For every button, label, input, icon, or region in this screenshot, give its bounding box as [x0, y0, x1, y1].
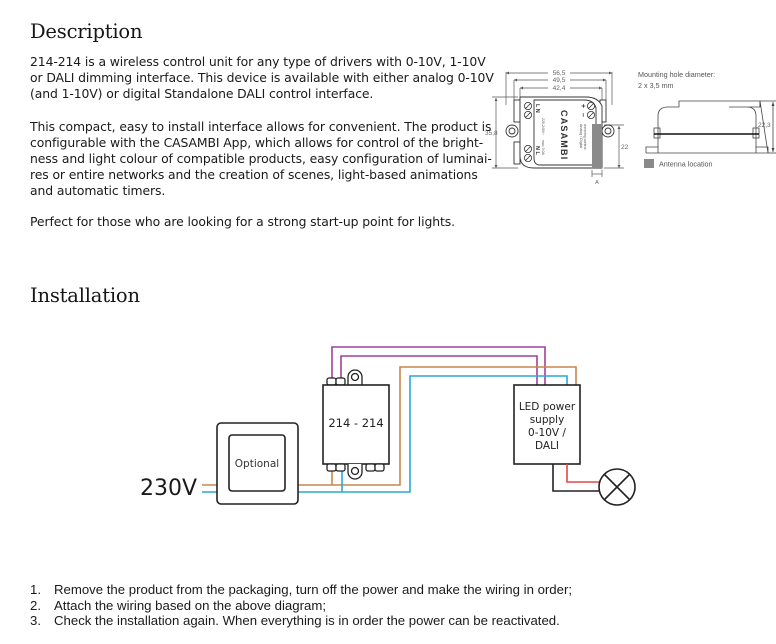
text-line: (and 1-10V) or digital Standalone DALI c…	[30, 86, 374, 101]
step-item: 1. Remove the product from the packaging,…	[30, 582, 572, 598]
terminal-voltage-label: 220-240V~	[541, 118, 545, 135]
supply-voltage-label: 230V	[140, 476, 197, 501]
description-heading: Description	[30, 20, 143, 43]
terminal-minus-label: –	[579, 113, 586, 117]
text-line: Perfect for those who are looking for a …	[30, 214, 455, 229]
dimension-drawing-side-view: Mounting hole diameter: 2 x 3,5 mm 22,3 …	[638, 70, 776, 169]
terminal-current-label: max 3,0A	[541, 140, 545, 155]
dim-width-outer: 56,5	[553, 70, 566, 77]
dim-width-mid: 49,5	[553, 77, 566, 84]
mounting-hole-label: Mounting hole diameter:	[638, 70, 715, 79]
terminal-label-ln: L N	[534, 104, 540, 113]
dim-antenna-height: 22	[621, 144, 629, 151]
step-text: Attach the wiring based on the above dia…	[54, 597, 326, 613]
dim-width-inner: 42,4	[553, 85, 566, 92]
antenna-legend-swatch	[644, 159, 654, 168]
description-paragraph-3: Perfect for those who are looking for a …	[30, 214, 455, 230]
terminal-plus-label: +	[579, 104, 586, 108]
mounting-hole-value: 2 x 3,5 mm	[638, 81, 674, 90]
led-driver: LED power supply 0-10V / DALI	[513, 384, 581, 465]
optional-switch: Optional	[216, 422, 299, 505]
text-line: and automatic timers.	[30, 183, 166, 198]
controller-label: 214 - 214	[328, 416, 383, 430]
driver-label-line: DALI	[535, 440, 559, 452]
text-line: configurable with the CASAMBI App, which…	[30, 135, 484, 150]
led-negative-wire	[552, 464, 600, 492]
text-line: res or entire networks and the creation …	[30, 167, 478, 182]
lamp-icon	[598, 468, 636, 506]
terminal-label-nl: N L	[534, 146, 540, 156]
driver-label-line: 0-10V /	[528, 427, 566, 439]
step-text: Check the installation again. When every…	[54, 613, 560, 629]
antenna-location-mark	[592, 124, 602, 168]
neutral-wire-out	[298, 375, 568, 493]
driver-label-line: LED power	[519, 401, 576, 413]
step-number: 2.	[30, 597, 41, 613]
dim-antenna-width: A	[595, 180, 599, 186]
text-line: or DALI dimming interface. This device i…	[30, 70, 494, 85]
step-number: 3.	[30, 613, 41, 629]
antenna-legend-label: Antenna location	[659, 160, 713, 169]
control-wire-1	[331, 346, 546, 385]
step-number: 1.	[30, 582, 41, 597]
control-wire-2	[340, 355, 538, 385]
live-wire-out	[298, 366, 577, 486]
installation-heading: Installation	[30, 284, 140, 307]
control-label-1: Analog / Digital	[579, 124, 583, 148]
step-item: 3. Check the installation again. When eve…	[30, 613, 572, 629]
led-positive-wire	[566, 464, 600, 483]
driver-label-line: supply	[530, 414, 565, 426]
text-line: ness and light colour of compatible prod…	[30, 151, 492, 166]
dim-height: 35,8	[485, 130, 498, 137]
text-line: 214-214 is a wireless control unit for a…	[30, 54, 486, 69]
text-line: This compact, easy to install interface …	[30, 119, 492, 134]
description-paragraph-1: 214-214 is a wireless control unit for a…	[30, 54, 494, 102]
step-text: Remove the product from the packaging, t…	[54, 582, 573, 597]
brand-label: CASAMBI	[559, 110, 569, 160]
description-paragraph-2: This compact, easy to install interface …	[30, 119, 492, 199]
switch-label: Optional	[235, 458, 279, 470]
dim-side-height: 22,3	[758, 122, 771, 129]
controller-device: 214 - 214	[322, 369, 390, 480]
control-label-2: dimming control	[583, 124, 587, 150]
dimension-drawing-top-view: 56,5 49,5 42,4 35,8 22 A CASAMBI L N 220…	[485, 70, 629, 186]
step-item: 2. Attach the wiring based on the above d…	[30, 598, 572, 614]
installation-steps: 1. Remove the product from the packaging,…	[30, 582, 572, 629]
wiring-diagram: 230V Optional 214 - 214 LED power supply…	[140, 346, 636, 506]
